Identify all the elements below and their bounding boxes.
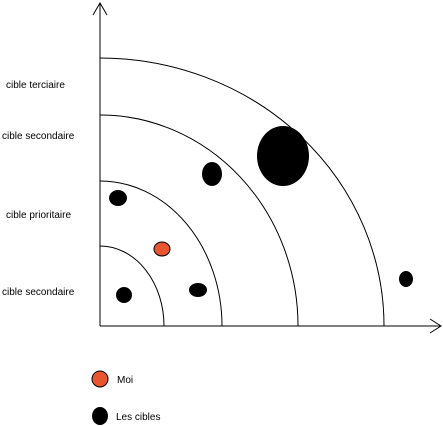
legend-moi-label: Moi [117, 375, 133, 386]
cible-marker [189, 283, 207, 297]
label-cible-terciaire: cible terciaire [6, 80, 65, 91]
arc-ring-2 [99, 180, 223, 327]
legend: Moi Les cibles [91, 370, 160, 425]
cible-marker-large [257, 126, 309, 186]
moi-marker [153, 241, 171, 257]
cible-marker [109, 190, 127, 206]
legend-cibles-swatch [92, 407, 108, 425]
arc-ring-3 [99, 114, 299, 327]
cible-marker [116, 287, 132, 303]
label-cible-secondaire-top: cible secondaire [2, 131, 75, 142]
arc-ring-4 [99, 57, 385, 327]
legend-cibles-label: Les cibles [116, 412, 160, 423]
label-cible-secondaire-bottom: cible secondaire [2, 287, 75, 298]
x-axis-arrow [429, 318, 442, 334]
cible-marker [399, 271, 413, 287]
y-axis-arrow [92, 2, 108, 16]
cible-marker [202, 162, 222, 186]
legend-moi-swatch [91, 370, 109, 388]
arc-ring-1 [99, 245, 165, 327]
label-cible-prioritaire: cible prioritaire [6, 210, 71, 221]
